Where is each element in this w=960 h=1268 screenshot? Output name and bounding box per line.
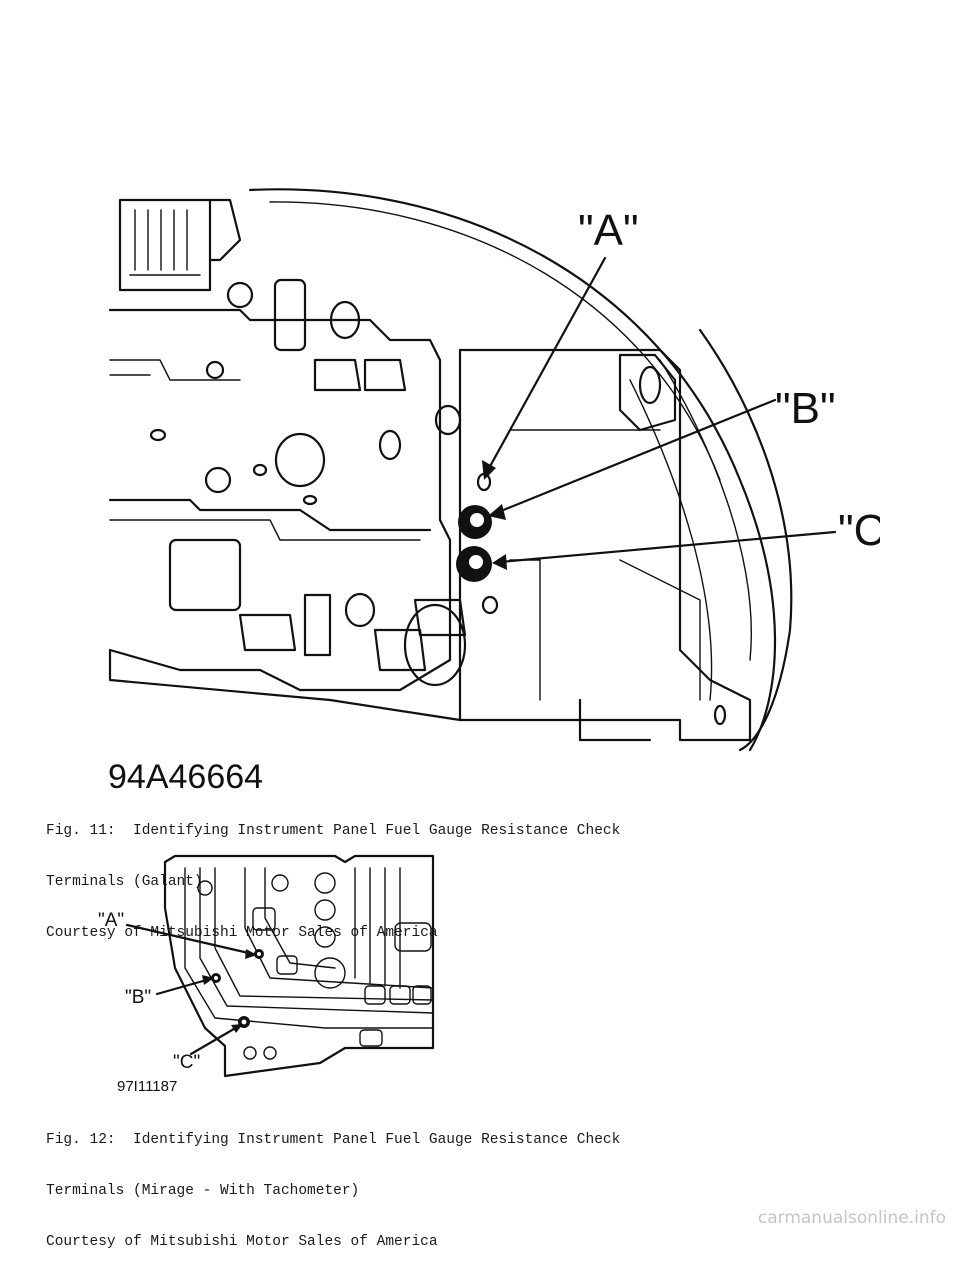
figure-12-drawing: "A" "B" "C" 97I11187 — [98, 854, 435, 1095]
figure-12-caption-line-2: Terminals (Mirage - With Tachometer) — [46, 1183, 360, 1199]
figure-12-image-id: 97I11187 — [117, 1078, 177, 1095]
figure-11-caption: Fig. 11: Identifying Instrument Panel Fu… — [46, 789, 620, 959]
figure-12-callout-c: "C" — [173, 1052, 200, 1073]
figure-11-image-id: 94A46664 — [108, 758, 263, 790]
figure-11: "A" "B" "C" 94A46664 — [100, 180, 880, 790]
figure-11-caption-line-1: Fig. 11: Identifying Instrument Panel Fu… — [46, 823, 621, 839]
figure-12-caption: Fig. 12: Identifying Instrument Panel Fu… — [46, 1098, 620, 1268]
figure-11-callout-b: "B" — [775, 384, 836, 433]
figure-12-callout-b: "B" — [125, 987, 151, 1008]
watermark: carmanualsonline.info — [757, 1208, 946, 1228]
figure-11-callout-c: "C" — [838, 506, 880, 555]
figure-11-callout-a: "A" — [578, 206, 639, 255]
figure-12-caption-line-3: Courtesy of Mitsubishi Motor Sales of Am… — [46, 1234, 438, 1250]
figure-11-drawing: "A" "B" "C" 94A46664 — [108, 188, 880, 790]
figure-12: "A" "B" "C" 97I11187 — [95, 848, 440, 1098]
figure-12-callout-a: "A" — [98, 910, 124, 931]
figure-12-caption-line-1: Fig. 12: Identifying Instrument Panel Fu… — [46, 1132, 621, 1148]
